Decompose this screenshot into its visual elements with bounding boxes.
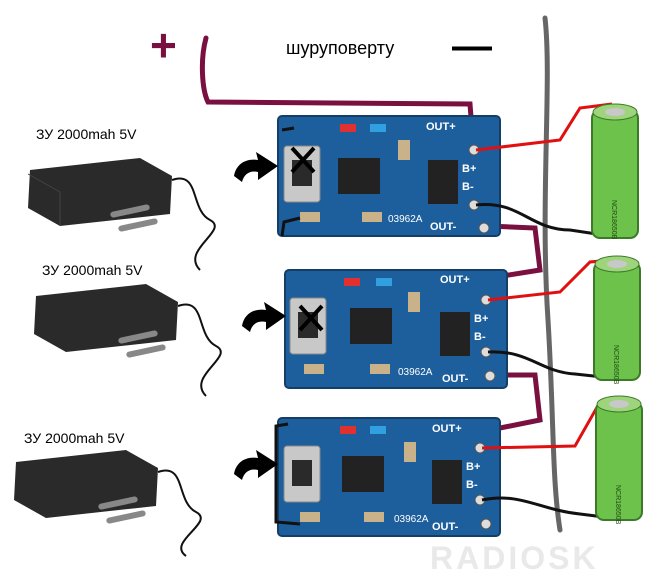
- b-minus-label: B-: [462, 181, 474, 193]
- charger-module-3: OUT+ B+ B- OUT- 03962A: [277, 417, 501, 537]
- cross-mark: [290, 146, 316, 174]
- battery-2: NCR18650B: [593, 255, 641, 385]
- chip-label: 03962A: [398, 367, 433, 378]
- driver-label: шуруповерту: [286, 38, 395, 58]
- wall-charger-2: [34, 284, 222, 397]
- ic-chip: [428, 160, 458, 204]
- out-plus-label: OUT+: [426, 121, 456, 133]
- battery-text: NCR18650B: [612, 345, 619, 385]
- b-minus-label: B-: [466, 479, 478, 491]
- ic-chip: [432, 460, 462, 504]
- chip-label: 03962A: [388, 214, 423, 225]
- negative-bus-wire: [542, 15, 563, 533]
- out-minus-label: OUT-: [432, 521, 459, 533]
- battery-text: NCR18650B: [610, 200, 617, 240]
- battery-plus-wire: [481, 398, 615, 450]
- battery-plus-wire: [475, 102, 613, 152]
- charger-module-1: OUT+ B+ B- OUT- 03962A: [277, 115, 501, 237]
- out-plus-label: OUT+: [440, 274, 470, 286]
- ic-chip: [342, 456, 384, 492]
- diagram-canvas: OUT+ B+ B- OUT- 03962A OUT+ B+ B- OUT-: [14, 15, 643, 557]
- series-link-1: [487, 223, 543, 281]
- out-minus-label: OUT-: [430, 221, 457, 233]
- wiring-diagram: OUT+ B+ B- OUT- 03962A OUT+ B+ B- OUT-: [14, 15, 643, 576]
- ic-chip: [338, 158, 380, 194]
- battery-3: NCR18650B: [595, 395, 643, 525]
- jumper-wire: [274, 422, 301, 526]
- b-plus-label: B+: [466, 461, 480, 473]
- chip-label: 03962A: [394, 514, 429, 525]
- positive-wire: [199, 35, 475, 133]
- arrow-icon: [242, 302, 286, 332]
- wall-charger-1: [27, 158, 216, 271]
- series-link-2: [488, 372, 543, 433]
- wall-charger-3: [14, 450, 202, 557]
- battery-text: NCR18650B: [614, 485, 621, 525]
- battery-minus-wire: [487, 350, 613, 380]
- out-minus-label: OUT-: [442, 373, 469, 385]
- battery-1: NCR18650B: [591, 103, 639, 240]
- ic-chip: [350, 308, 392, 344]
- battery-minus-wire: [475, 202, 611, 238]
- arrow-icon: [234, 450, 278, 480]
- cross-mark: [298, 304, 324, 332]
- ic-chip: [440, 312, 470, 356]
- jumper-wire: [280, 126, 301, 237]
- charger-label-2: ЗУ 2000mah 5V: [42, 262, 143, 278]
- battery-minus-wire: [481, 496, 613, 520]
- plus-sign: +: [150, 19, 177, 71]
- b-plus-label: B+: [474, 313, 488, 325]
- charger-module-2: OUT+ B+ B- OUT- 03962A: [284, 269, 508, 389]
- b-minus-label: B-: [474, 331, 486, 343]
- charger-label-3: ЗУ 2000mah 5V: [24, 430, 125, 446]
- watermark: RADIOSK: [430, 540, 599, 576]
- charger-label-1: ЗУ 2000mah 5V: [36, 126, 137, 142]
- minus-sign: —: [452, 24, 492, 68]
- b-plus-label: B+: [462, 163, 476, 175]
- arrow-icon: [234, 152, 278, 182]
- out-plus-label: OUT+: [432, 423, 462, 435]
